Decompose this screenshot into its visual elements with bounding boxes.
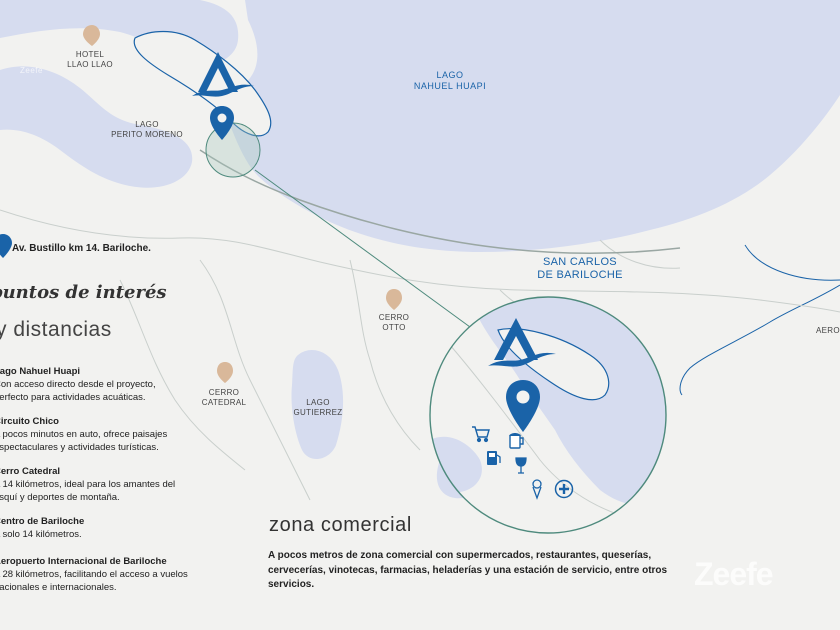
poi-item-desc: A 28 kilómetros, facilitando el acceso a… bbox=[0, 569, 188, 593]
poi-item-desc: A solo 14 kilómetros. bbox=[0, 529, 82, 540]
zoom-circle-border bbox=[429, 296, 667, 534]
zoom-circle bbox=[430, 297, 666, 533]
label-hotel: HOTEL LLAO LLAO bbox=[67, 50, 113, 69]
label-lago-nahuel-huapi: LAGO NAHUEL HUAPI bbox=[413, 70, 487, 91]
watermark-logo: Zeefe bbox=[694, 556, 774, 592]
zona-comercial-description: A pocos metros de zona comercial con sup… bbox=[268, 550, 668, 590]
poi-item-title: Cerro Catedral bbox=[0, 466, 60, 477]
bustillo-road bbox=[199, 149, 681, 254]
tree-marker-icon bbox=[386, 289, 402, 310]
poi-item-title: Centro de Bariloche bbox=[0, 516, 85, 527]
location-pin-icon bbox=[506, 380, 540, 432]
tree-marker-icon bbox=[217, 362, 233, 383]
icecream-icon bbox=[532, 479, 542, 500]
poi-item-title: Lago Nahuel Huapi bbox=[0, 366, 81, 377]
logo-icon bbox=[192, 52, 254, 97]
address: Av. Bustillo km 14. Bariloche. bbox=[12, 243, 151, 254]
pharmacy-icon bbox=[554, 479, 574, 499]
poi-item-title: Circuito Chico bbox=[0, 416, 59, 427]
lake-perito-moreno bbox=[0, 66, 193, 188]
watermark-text: Zeefe bbox=[20, 66, 43, 75]
fuel-icon bbox=[487, 451, 501, 465]
poi-title: puntos de interés bbox=[0, 282, 167, 303]
poi-item: Aeropuerto Internacional de Bariloche A … bbox=[0, 555, 189, 594]
river bbox=[744, 244, 840, 281]
lake-nahuel-huapi bbox=[230, 0, 840, 252]
label-san-carlos-de-bariloche: SAN CARLOS DE BARILOCHE bbox=[537, 256, 623, 281]
focus-circle-small bbox=[205, 122, 261, 178]
lake-gutierrez bbox=[291, 350, 344, 460]
poi-item-title: Aeropuerto Internacional de Bariloche bbox=[0, 556, 167, 567]
label-lago-perito-moreno: LAGO PERITO MORENO bbox=[111, 120, 183, 139]
poi-item: Lago Nahuel Huapi Con acceso directo des… bbox=[0, 365, 189, 404]
label-cerro-otto: CERRO OTTO bbox=[378, 313, 410, 332]
connector-line bbox=[254, 169, 471, 328]
zona-comercial-title: zona comercial bbox=[269, 514, 412, 536]
label-aero: AERO bbox=[816, 326, 840, 335]
location-pin-icon bbox=[210, 106, 234, 140]
label-cerro-catedral: CERRO CATEDRAL bbox=[201, 388, 247, 407]
roads bbox=[0, 209, 840, 501]
poi-item: Circuito Chico A pocos minutos en auto, … bbox=[0, 415, 189, 454]
poi-item-desc: Con acceso directo desde el proyecto, pe… bbox=[0, 379, 156, 403]
tree-marker-icon bbox=[83, 25, 100, 46]
river bbox=[679, 284, 840, 396]
address-pin-icon bbox=[0, 234, 12, 258]
logo-icon bbox=[488, 318, 556, 367]
poi-item-desc: A 14 kilómetros, ideal para los amantes … bbox=[0, 479, 176, 503]
poi-item: Cerro Catedral A 14 kilómetros, ideal pa… bbox=[0, 465, 189, 504]
cart-icon bbox=[472, 426, 490, 443]
poi-item: Centro de Bariloche A solo 14 kilómetros… bbox=[0, 515, 189, 541]
poi-subtitle: y distancias bbox=[0, 318, 112, 341]
poi-item-desc: A pocos minutos en auto, ofrece paisajes… bbox=[0, 429, 168, 453]
label-lago-gutierrez: LAGO GUTIERREZ bbox=[293, 398, 343, 417]
beer-icon bbox=[509, 433, 524, 449]
wine-icon bbox=[515, 457, 527, 474]
